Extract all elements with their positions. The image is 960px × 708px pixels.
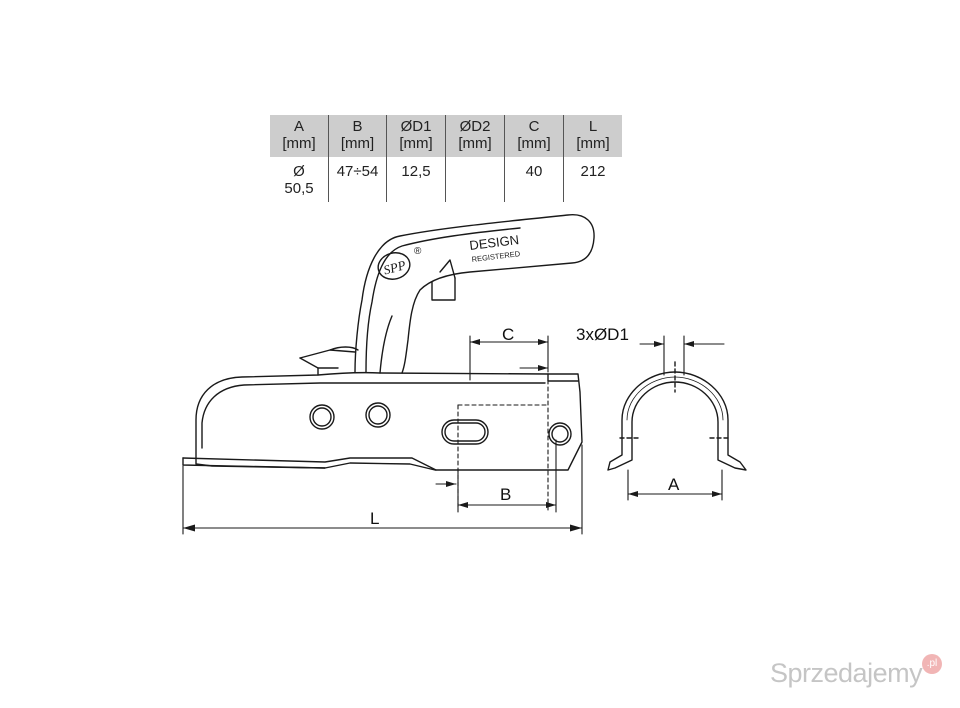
logo-text: SPP (382, 257, 408, 277)
body-hole-left (309, 404, 335, 430)
dim-label-l: L (370, 509, 379, 528)
spec-value-b: 47÷54 (328, 157, 387, 202)
body-slot (441, 419, 489, 445)
spec-value-d2 (445, 157, 505, 202)
dimension-arrows (183, 339, 722, 532)
dim-label-a: A (668, 475, 680, 494)
body-hole-right (548, 422, 572, 446)
spp-logo (377, 252, 411, 280)
registered-mark: ® (414, 246, 422, 257)
spec-table: A[mm] B[mm] ØD1[mm] ØD2[mm] C[mm] L[mm] … (270, 115, 622, 202)
spec-value-c: 40 (504, 157, 564, 202)
spec-value-d1: 12,5 (386, 157, 446, 202)
watermark-badge: .pl (922, 654, 942, 674)
dim-label-holes: 3xØD1 (576, 325, 629, 344)
spec-header-b: B[mm] (328, 115, 387, 157)
spec-header-l: L[mm] (563, 115, 622, 157)
dimension-lines (182, 335, 725, 535)
spec-header-d2: ØD2[mm] (445, 115, 505, 157)
dim-label-c: C (502, 325, 514, 344)
coupling-handle (329, 214, 595, 374)
watermark-text: Sprzedajemy (770, 658, 923, 688)
coupling-body (182, 349, 583, 471)
spec-header-a: A[mm] (270, 115, 329, 157)
spec-header-d1: ØD1[mm] (386, 115, 446, 157)
spec-header-row: A[mm] B[mm] ØD1[mm] ØD2[mm] C[mm] L[mm] (270, 115, 622, 157)
body-hole-middle (365, 402, 391, 428)
spec-value-l: 212 (580, 163, 606, 180)
dim-label-b: B (500, 485, 511, 504)
coupling-end-view (607, 361, 747, 471)
spec-header-c: C[mm] (504, 115, 564, 157)
design-label: DESIGN (469, 232, 520, 253)
